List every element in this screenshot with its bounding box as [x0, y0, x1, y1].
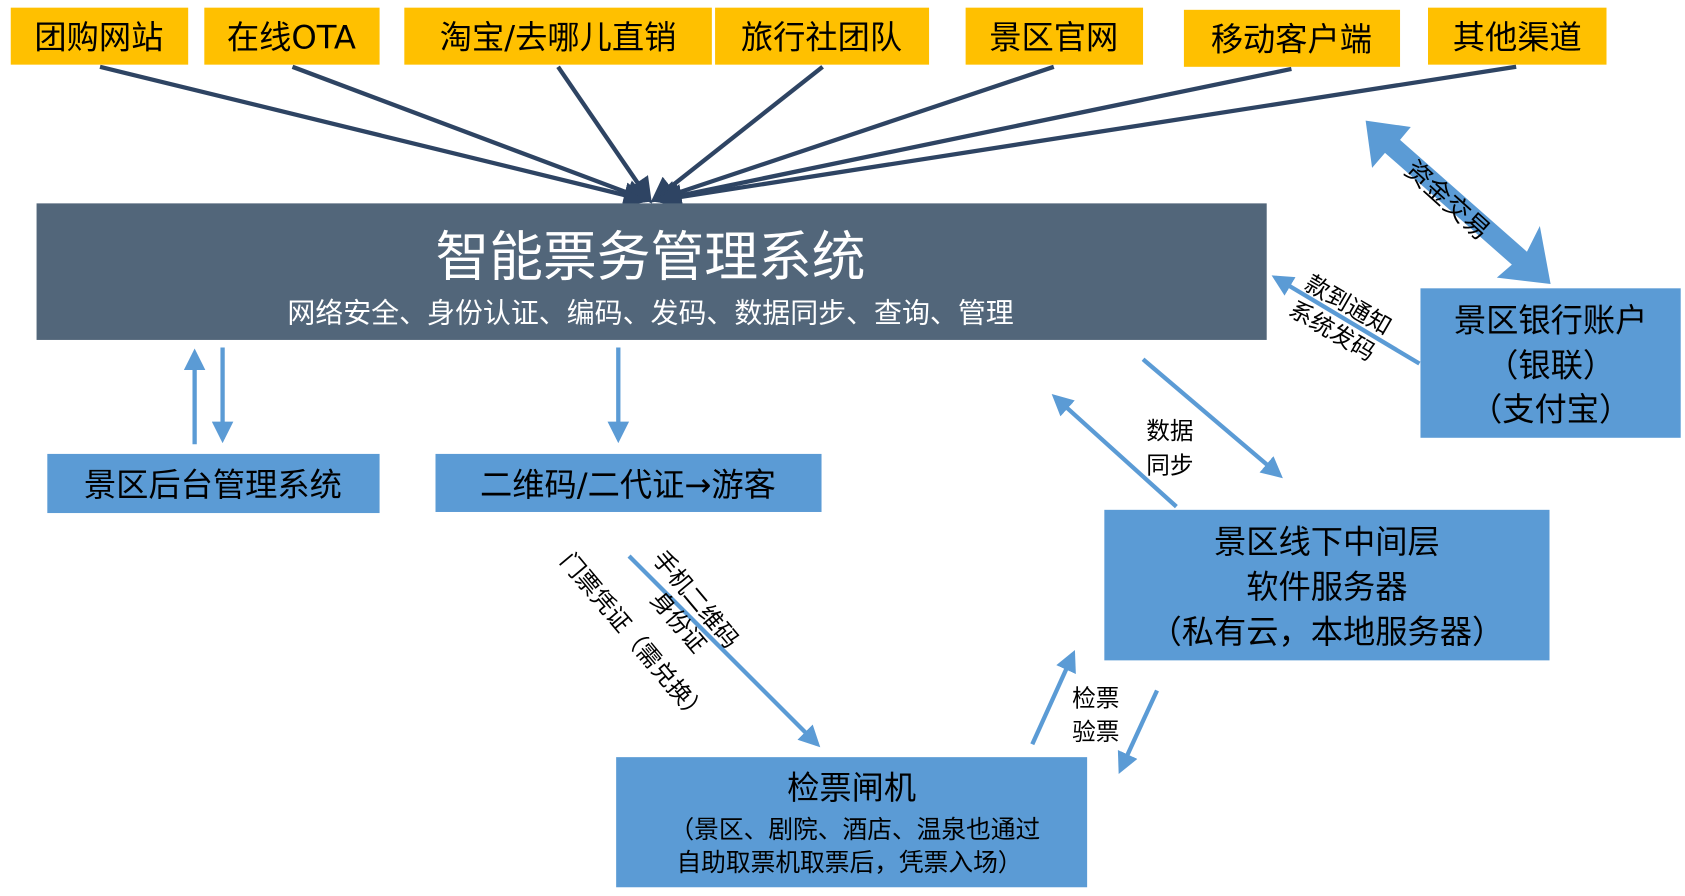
fund-label: 资金交易 — [1399, 155, 1496, 246]
middle-server-box — [1104, 509, 1550, 661]
fund-double-arrow — [1365, 120, 1551, 285]
gate-line3: 自助取票机取票后，凭票入场） — [676, 848, 1022, 877]
qrcode-label: 二维码/二代证→游客 — [480, 466, 776, 504]
channel-label: 移动客户端 — [1211, 21, 1372, 59]
backend-box — [47, 453, 380, 514]
bank-box — [1420, 288, 1681, 438]
channel-label: 景区官网 — [989, 19, 1118, 57]
middle-line1: 景区线下中间层 — [1214, 523, 1440, 561]
check-label-2: 验票 — [1072, 718, 1119, 746]
check-label-1: 检票 — [1072, 685, 1119, 713]
gate-line1: 检票闸机 — [787, 769, 916, 807]
qrcode-box — [435, 453, 822, 512]
bank-line2: （银联） — [1486, 346, 1615, 384]
gate-line2: （景区、剧院、酒店、温泉也通过 — [669, 815, 1040, 844]
bank-line1: 景区银行账户 — [1454, 301, 1647, 339]
middle-line2: 软件服务器 — [1246, 568, 1407, 606]
channel-arrows — [99, 64, 1517, 210]
bank-line3: （支付宝） — [1470, 391, 1631, 429]
middle-line3: （私有云，本地服务器） — [1150, 613, 1505, 651]
channel-label: 其他渠道 — [1453, 19, 1582, 57]
gate-box — [616, 757, 1088, 888]
channel-label: 旅行社团队 — [741, 19, 902, 57]
core-subtitle: 网络安全、身份认证、编码、发码、数据同步、查询、管理 — [287, 297, 1013, 330]
flow-arrows — [183, 275, 1421, 774]
channel-label: 在线OTA — [227, 19, 356, 57]
sync-label-1: 数据 — [1146, 417, 1193, 445]
sync-label-2: 同步 — [1146, 451, 1193, 479]
backend-label: 景区后台管理系统 — [84, 466, 342, 504]
channel-boxes: 团购网站 在线OTA 淘宝/去哪儿直销 旅行社团队 景区官网 移动客户端 其他渠… — [10, 7, 1607, 67]
core-title: 智能票务管理系统 — [436, 225, 866, 288]
channel-label: 团购网站 — [34, 19, 163, 57]
channel-label: 淘宝/去哪儿直销 — [440, 19, 677, 57]
core-system-box — [36, 203, 1267, 340]
